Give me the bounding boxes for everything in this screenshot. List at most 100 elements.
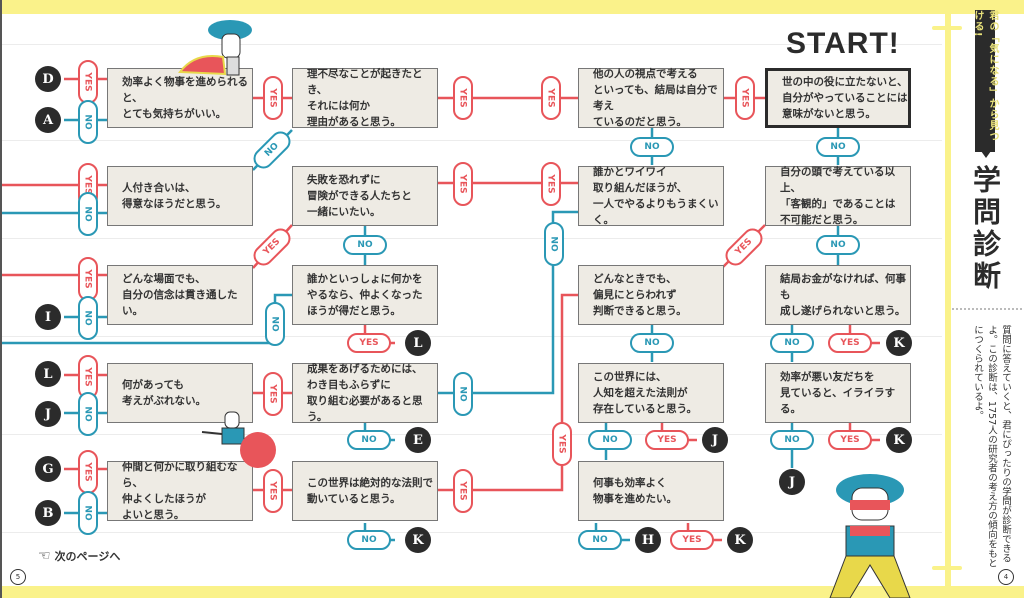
question-box-q11[interactable]: 誰かといっしょに何かを やるなら、仲よくなった ほうが得だと思う。 <box>292 265 438 325</box>
result-circle[interactable]: J <box>779 469 805 495</box>
result-circle[interactable]: K <box>886 330 912 356</box>
question-box-q5[interactable]: 自分の頭で考えている以上、 「客観的」であることは 不可能だと思う。 <box>765 166 911 226</box>
result-circle[interactable]: K <box>405 527 431 553</box>
yes-pill: YES <box>263 76 283 120</box>
character-illustration-middle <box>201 411 276 468</box>
result-circle[interactable]: A <box>35 107 61 133</box>
tagline: 君の「気になる」から見つける! <box>972 10 998 152</box>
page-title: 学問診断 <box>969 165 1002 293</box>
result-circle[interactable]: J <box>35 401 61 427</box>
yes-label: YES <box>359 338 379 348</box>
yellow-stripe <box>945 14 951 586</box>
yes-label: YES <box>840 435 860 445</box>
question-box-q8[interactable]: 人付き合いは、 得意なほうだと思う。 <box>107 166 253 226</box>
yes-pill: YES <box>453 162 473 206</box>
ruled-line <box>2 336 942 337</box>
page-number-right: 4 <box>998 569 1014 585</box>
no-label: NO <box>644 338 660 348</box>
no-label: NO <box>270 316 280 332</box>
description: 質問に答えていくと、君にぴったりの学問が診断できるよ。この診断は、1757人の研… <box>972 325 1011 568</box>
question-box-q2[interactable]: 他の人の視点で考える といっても、結局は自分で考え ているのだと思う。 <box>578 68 724 128</box>
yes-label: YES <box>268 481 278 501</box>
result-circle[interactable]: B <box>35 500 61 526</box>
question-box-q1[interactable]: 世の中の役に立たないと、 自分がやっていることには 意味がないと思う。 <box>765 68 911 128</box>
stripe-tick <box>932 566 962 570</box>
yes-label: YES <box>546 174 556 194</box>
yes-label: YES <box>83 269 93 289</box>
yes-label: YES <box>546 88 556 108</box>
no-pill: NO <box>265 302 285 346</box>
next-page-label: 次のページへ <box>54 550 121 563</box>
yes-label: YES <box>657 435 677 445</box>
no-label: NO <box>263 141 281 159</box>
ruled-line <box>2 532 942 533</box>
no-label: NO <box>361 435 377 445</box>
result-circle[interactable]: K <box>727 527 753 553</box>
yes-pill: YES <box>670 530 714 550</box>
yes-pill: YES <box>541 162 561 206</box>
yes-label: YES <box>268 384 278 404</box>
no-label: NO <box>830 240 846 250</box>
yes-pill: YES <box>78 257 98 301</box>
question-box-q10[interactable]: どんなときでも、 偏見にとらわれず 判断できると思う。 <box>578 265 724 325</box>
yes-label: YES <box>458 88 468 108</box>
result-circle[interactable]: E <box>405 427 431 453</box>
top-band <box>0 0 1024 14</box>
ruled-line <box>2 44 942 45</box>
question-box-q6[interactable]: 誰かとワイワイ 取り組んだほうが、 一人でやるよりもうまくいく。 <box>578 166 724 226</box>
yes-pill: YES <box>78 60 98 104</box>
result-circle[interactable]: D <box>35 66 61 92</box>
no-label: NO <box>784 435 800 445</box>
question-box-q13[interactable]: 効率が悪い友だちを 見ていると、イライラする。 <box>765 363 911 423</box>
page-number-left: 5 <box>10 569 26 585</box>
result-circle[interactable]: K <box>886 427 912 453</box>
result-circle[interactable]: J <box>702 427 728 453</box>
tagline-pointer <box>981 151 991 158</box>
result-circle[interactable]: L <box>405 330 431 356</box>
yes-label: YES <box>83 72 93 92</box>
character-illustration-bottom <box>829 474 911 598</box>
result-circle[interactable]: H <box>635 527 661 553</box>
question-box-q17[interactable]: 何事も効率よく 物事を進めたい。 <box>578 461 724 521</box>
no-label: NO <box>83 310 93 326</box>
no-pill: NO <box>347 430 391 450</box>
ruled-line <box>2 238 942 239</box>
yes-pill: YES <box>645 430 689 450</box>
yes-pill: YES <box>78 450 98 494</box>
yes-label: YES <box>740 88 750 108</box>
question-box-q9[interactable]: 結局お金がなければ、何事も 成し遂げられないと思う。 <box>765 265 911 325</box>
result-circle[interactable]: G <box>35 456 61 482</box>
no-pill: NO <box>770 333 814 353</box>
question-box-q7[interactable]: 失敗を恐れずに 冒険ができる人たちと 一緒にいたい。 <box>292 166 438 226</box>
yes-label: YES <box>682 535 702 545</box>
line-q6-no <box>436 210 578 395</box>
bottom-band <box>0 586 1024 598</box>
pointing-hand-icon: ☜ <box>38 548 51 564</box>
yes-pill: YES <box>828 430 872 450</box>
no-pill: NO <box>347 530 391 550</box>
question-box-q14[interactable]: この世界には、 人知を超えた法則が 存在していると思う。 <box>578 363 724 423</box>
question-box-q4[interactable]: 効率よく物事を進められると、 とても気持ちがいい。 <box>107 68 253 128</box>
question-box-q18[interactable]: この世界は絶対的な法則で 動いていると思う。 <box>292 461 438 521</box>
next-page-link[interactable]: ☜ 次のページへ <box>38 548 120 564</box>
question-box-q12[interactable]: どんな場面でも、 自分の信念は貫き通したい。 <box>107 265 253 325</box>
no-pill: NO <box>544 222 564 266</box>
yes-pill: YES <box>263 469 283 513</box>
yes-pill: YES <box>541 76 561 120</box>
no-pill: NO <box>453 372 473 416</box>
question-box-q3[interactable]: 理不尽なことが起きたとき、 それには何か 理由があると思う。 <box>292 68 438 128</box>
no-label: NO <box>458 386 468 402</box>
result-circle[interactable]: I <box>35 304 61 330</box>
no-pill: NO <box>630 333 674 353</box>
question-box-q19[interactable]: 仲間と何かに取り組むなら、 仲よくしたほうが よいと思う。 <box>107 461 253 521</box>
no-pill: NO <box>630 137 674 157</box>
yes-pill: YES <box>828 333 872 353</box>
no-label: NO <box>592 535 608 545</box>
result-circle[interactable]: L <box>35 361 61 387</box>
divider <box>952 308 1022 310</box>
question-box-q15[interactable]: 成果をあげるためには、 わき目もふらずに 取り組む必要があると思う。 <box>292 363 438 423</box>
character-illustration-top <box>178 20 252 76</box>
no-pill: NO <box>78 100 98 144</box>
yes-pill: YES <box>552 422 572 466</box>
no-label: NO <box>357 240 373 250</box>
